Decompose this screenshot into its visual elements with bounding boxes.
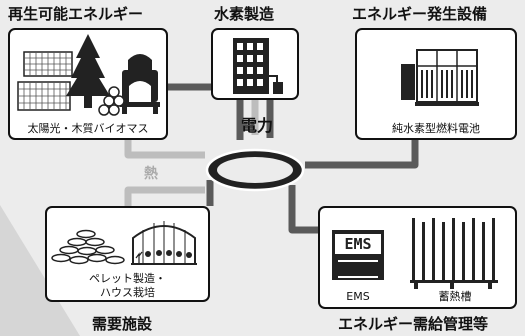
solar-panel-icon	[17, 51, 73, 111]
equipment-caption: 純水素型燃料電池	[392, 122, 480, 135]
fuel-cell-unit-icon	[401, 49, 479, 106]
storage-caption: 蓄熱槽	[438, 290, 472, 303]
log-pile-icon	[98, 86, 125, 116]
renewable-energy-heading: 再生可能エネルギー	[8, 5, 144, 23]
ems-caption: EMS	[346, 290, 370, 303]
demand-caption-line1: ペレット製造・	[89, 272, 166, 285]
pellet-pile-icon	[51, 229, 125, 265]
tree-icon	[66, 34, 110, 108]
renewable-caption: 太陽光・木質バイオマス	[27, 122, 149, 135]
thermal-storage-tank-icon	[410, 218, 498, 289]
background-wedge	[0, 205, 80, 336]
energy-equipment-box: 純水素型燃料電池	[355, 28, 517, 140]
ems-screen: EMS	[335, 234, 381, 254]
energy-management-box: EMS EMS 蓄熱槽	[318, 206, 517, 309]
greenhouse-icon	[131, 221, 197, 265]
energy-equipment-heading: エネルギー発生設備	[352, 5, 488, 23]
demand-illustration	[51, 221, 197, 265]
ems-keypad	[338, 260, 378, 278]
wood-stove-icon	[120, 54, 160, 114]
demand-facility-box: ペレット製造・ ハウス栽培	[45, 206, 210, 302]
ems-display-icon: EMS	[332, 230, 384, 280]
renewable-illustration	[17, 34, 160, 116]
hydrogen-production-box	[211, 28, 299, 100]
power-flow-label: 電力	[241, 116, 274, 135]
hydrogen-production-heading: 水素製造	[214, 5, 275, 23]
demand-caption-line2: ハウス栽培	[100, 286, 155, 299]
heat-lines	[124, 100, 259, 206]
heat-flow-label: 熱	[144, 166, 158, 182]
renewable-energy-box: 太陽光・木質バイオマス	[8, 28, 168, 140]
demand-facility-heading: 需要施設	[92, 315, 153, 333]
ems-screen-text: EMS	[344, 235, 372, 253]
power-hub	[205, 148, 305, 192]
energy-management-heading: エネルギー需給管理等	[338, 315, 489, 333]
hydrogen-production-unit-icon	[233, 38, 283, 94]
